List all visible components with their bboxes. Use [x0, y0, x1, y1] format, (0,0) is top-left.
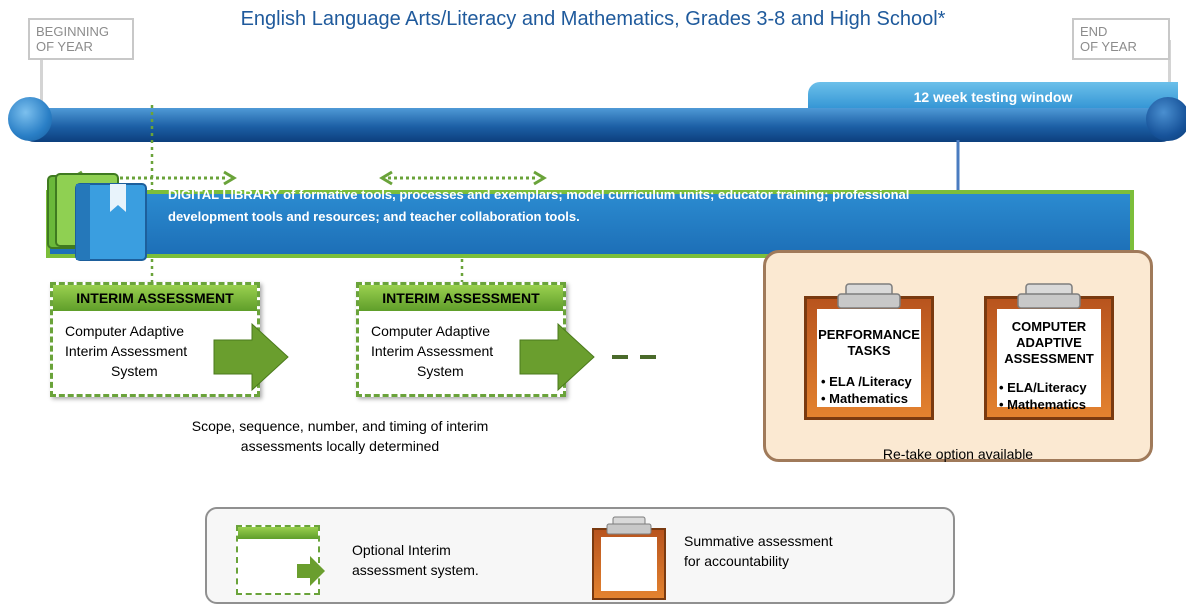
interim-assessment-header: INTERIM ASSESSMENT: [359, 285, 563, 311]
computer-adaptive-title: COMPUTER ADAPTIVE ASSESSMENT: [997, 319, 1101, 367]
timeline-start-dot: [8, 97, 52, 141]
double-arrow-icon: [379, 170, 547, 186]
interim-note-line2: assessments locally determined: [240, 438, 440, 454]
performance-tasks-title: PERFORMANCE TASKS: [817, 327, 921, 359]
testing-window-bar: 12 week testing window: [808, 82, 1178, 112]
legend-panel: [205, 507, 955, 604]
summative-legend-line2: for accountability: [684, 553, 790, 569]
interim-legend-line1: Optional Interim: [352, 542, 451, 558]
performance-item-2-text: Mathematics: [829, 391, 908, 406]
beginning-of-year-flag: BEGINNING OF YEAR: [28, 18, 134, 60]
adaptive-title-line2: ADAPTIVE: [1016, 335, 1082, 350]
interim-legend-line2: assessment system.: [352, 562, 479, 578]
clipboard-clip-icon: [606, 516, 652, 535]
interim-assessment-header: INTERIM ASSESSMENT: [53, 285, 257, 311]
clipboard-icon: COMPUTER ADAPTIVE ASSESSMENT • ELA/Liter…: [984, 296, 1114, 420]
performance-title-line2: TASKS: [847, 343, 891, 358]
book-stack-icon: [47, 173, 147, 261]
performance-item-2: • Mathematics: [821, 391, 908, 406]
interim-line3: System: [111, 363, 158, 379]
end-label-line2: OF YEAR: [1080, 39, 1137, 54]
retake-note: Re-take option available: [882, 446, 1034, 462]
adaptive-items: • ELA/Literacy • Mathematics: [999, 379, 1087, 413]
diagram-title: English Language Arts/Literacy and Mathe…: [240, 8, 946, 30]
interim-legend-header: [238, 527, 318, 539]
interim-legend-text: Optional Interim assessment system.: [352, 540, 479, 580]
computer-adaptive-card: COMPUTER ADAPTIVE ASSESSMENT • ELA/Liter…: [997, 309, 1101, 412]
interim-assessment-box: INTERIM ASSESSMENT Computer Adaptive Int…: [50, 282, 260, 397]
beginning-label-line2: OF YEAR: [36, 39, 93, 54]
green-arrow-icon: [519, 322, 595, 392]
interim-body: Computer Adaptive Interim Assessment Sys…: [371, 321, 493, 381]
performance-tasks-card: PERFORMANCE TASKS • ELA /Literacy • Math…: [817, 309, 921, 407]
summative-legend-line1: Summative assessment: [684, 533, 833, 549]
digital-library-text: DIGITAL LIBRARY of formative tools, proc…: [168, 184, 1098, 228]
clipboard-icon: PERFORMANCE TASKS • ELA /Literacy • Math…: [804, 296, 934, 420]
performance-item-1-text: ELA /Literacy: [829, 374, 912, 389]
clipboard-icon: [592, 528, 666, 600]
summative-legend-text: Summative assessment for accountability: [684, 531, 833, 571]
clipboard-clip-icon: [1017, 283, 1081, 309]
interim-line1: Computer Adaptive: [65, 323, 185, 339]
end-label-line1: END: [1080, 24, 1108, 39]
year-timeline: [18, 108, 1178, 142]
interim-legend-icon: [236, 525, 320, 595]
adaptive-title-line3: ASSESSMENT: [1004, 351, 1094, 366]
performance-items: • ELA /Literacy • Mathematics: [821, 373, 912, 407]
end-of-year-flag: END OF YEAR: [1072, 18, 1170, 60]
digital-library-line2: development tools and resources; and tea…: [168, 209, 580, 224]
adaptive-title-line1: COMPUTER: [1011, 319, 1087, 334]
digital-library-line1: DIGITAL LIBRARY of formative tools, proc…: [168, 187, 910, 202]
digital-library-bar: [46, 190, 1134, 258]
performance-item-1: • ELA /Literacy: [821, 374, 912, 389]
beginning-label-line1: BEGINNING: [36, 24, 109, 39]
green-arrow-icon: [297, 556, 325, 586]
clipboard-clip-icon: [837, 283, 901, 309]
interim-line1: Computer Adaptive: [371, 323, 491, 339]
green-arrow-icon: [213, 322, 289, 392]
interim-line2: Interim Assessment: [65, 343, 188, 359]
interim-line2: Interim Assessment: [371, 343, 494, 359]
beginning-flagpole: [40, 40, 43, 115]
end-flagpole: [1168, 40, 1171, 115]
adaptive-item-1: • ELA/Literacy: [999, 380, 1087, 395]
interim-line3: System: [417, 363, 464, 379]
adaptive-item-2: • Mathematics: [999, 397, 1086, 412]
adaptive-item-2-text: Mathematics: [1007, 397, 1086, 412]
timeline-end-dot: [1146, 97, 1186, 141]
interim-note-line1: Scope, sequence, number, and timing of i…: [191, 418, 489, 434]
interim-note: Scope, sequence, number, and timing of i…: [120, 416, 560, 456]
performance-title-line1: PERFORMANCE: [818, 327, 920, 342]
adaptive-item-1-text: ELA/Literacy: [1007, 380, 1087, 395]
interim-body: Computer Adaptive Interim Assessment Sys…: [65, 321, 187, 381]
summative-legend-card: [601, 537, 657, 591]
